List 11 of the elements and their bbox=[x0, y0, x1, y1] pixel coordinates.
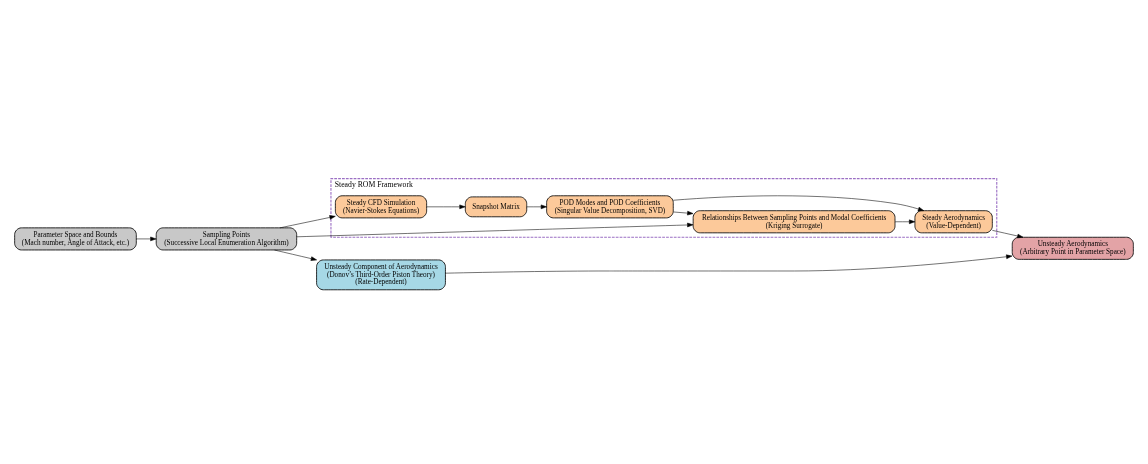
arrow bbox=[296, 222, 694, 238]
arrow bbox=[673, 195, 925, 212]
arrow bbox=[274, 249, 317, 261]
arrow bbox=[426, 204, 466, 210]
arrow bbox=[445, 254, 1013, 274]
arrow bbox=[526, 204, 547, 210]
arrow bbox=[279, 215, 336, 229]
arrow bbox=[992, 230, 1024, 239]
arrow bbox=[894, 219, 916, 224]
arrow bbox=[673, 210, 694, 216]
arrow bbox=[136, 236, 157, 242]
